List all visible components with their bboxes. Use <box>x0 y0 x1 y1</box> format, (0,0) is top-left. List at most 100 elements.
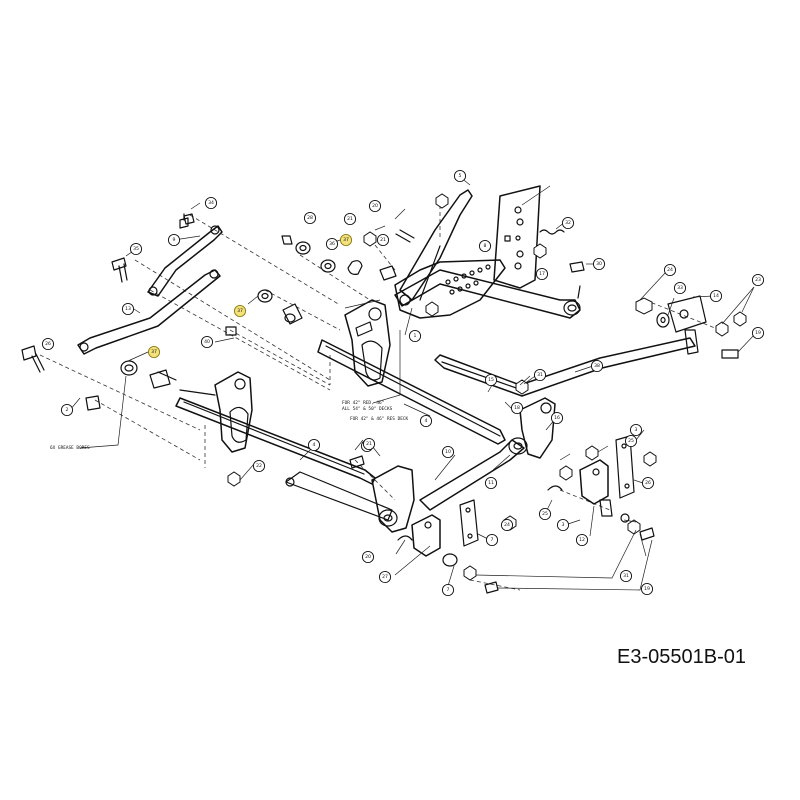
callout-label: 8 <box>484 243 487 249</box>
callout-36: 36 <box>325 237 339 251</box>
callout-31: 31 <box>533 368 547 382</box>
callout-21: 21 <box>362 437 376 451</box>
callout-8: 8 <box>478 239 492 253</box>
callout-2: 2 <box>60 403 74 417</box>
hanger-bracket-right <box>579 435 635 517</box>
callout-label: 37 <box>343 237 349 243</box>
callout-32: 32 <box>561 216 575 230</box>
callout-16: 16 <box>550 411 564 425</box>
callout-circle <box>361 550 375 564</box>
callout-13: 13 <box>121 302 135 316</box>
tall-lever <box>399 189 473 306</box>
callout-label: 40 <box>204 339 210 345</box>
callout-circle <box>303 211 317 225</box>
callout-label: 27 <box>382 574 388 580</box>
callout-18: 18 <box>510 401 524 415</box>
hanger-bracket-left <box>411 499 479 557</box>
callout-label: 12 <box>579 537 585 543</box>
callout-circle <box>376 233 390 247</box>
callout-label: 13 <box>125 306 131 312</box>
callout-circle <box>484 476 498 490</box>
note-deck-line1: FOR 42" RED, 46" <box>342 400 384 406</box>
callout-circle <box>510 401 524 415</box>
callout-circle <box>233 304 247 318</box>
right-rocker <box>519 397 556 459</box>
callout-circle <box>121 302 135 316</box>
callout-label: 34 <box>208 200 214 206</box>
callout-label: 3 <box>562 522 565 528</box>
callout-circle <box>362 437 376 451</box>
front-rod <box>285 471 393 521</box>
callout-label: 21 <box>366 441 372 447</box>
callout-label: 31 <box>623 573 629 579</box>
callout-label: 2 <box>66 407 69 413</box>
callout-label: 38 <box>594 363 600 369</box>
note-deck-line2: ALL 54" & 50" DECKS <box>342 406 393 412</box>
callout-label: 20 <box>365 554 371 560</box>
callout-label: 21 <box>347 216 353 222</box>
indicator-plate <box>493 185 541 289</box>
callout-25: 25 <box>538 507 552 521</box>
callout-label: 21 <box>380 237 386 243</box>
callout-label: 16 <box>554 415 560 421</box>
callout-label: 19 <box>755 330 761 336</box>
callout-label: 3 <box>635 427 638 433</box>
callout-31: 31 <box>619 569 633 583</box>
upper-link-arm <box>147 213 223 297</box>
callout-circle <box>478 239 492 253</box>
callout-label: 5 <box>459 173 462 179</box>
callout-circle <box>640 582 654 596</box>
callout-9: 9 <box>167 233 181 247</box>
callout-circle <box>419 414 433 428</box>
cross-shafts <box>175 339 506 485</box>
callout-circle <box>167 233 181 247</box>
upper-pivot-shaft <box>394 269 581 319</box>
callout-26: 26 <box>41 337 55 351</box>
callout-19: 19 <box>640 582 654 596</box>
callout-label: 11 <box>488 480 494 486</box>
callout-23: 23 <box>751 273 765 287</box>
callout-circle <box>408 329 422 343</box>
notes: 6X GREASE BORES FOR 42" RED, 46" ALL 54"… <box>50 400 409 451</box>
callout-circle <box>147 345 161 359</box>
callout-circle <box>368 199 382 213</box>
callout-circle <box>751 326 765 340</box>
callout-label: 15 <box>488 377 494 383</box>
pivot-arm <box>419 437 528 511</box>
callout-circle <box>556 518 570 532</box>
callout-label: 26 <box>45 341 51 347</box>
callout-circle <box>641 476 655 490</box>
callout-circle <box>619 569 633 583</box>
callout-label: 9 <box>173 237 176 243</box>
callout-label: 7 <box>447 587 450 593</box>
callout-label: 25 <box>628 438 634 444</box>
callout-circle <box>307 438 321 452</box>
bottom-fasteners <box>183 193 657 594</box>
callout-14: 14 <box>709 289 723 303</box>
callout-25: 25 <box>624 434 638 448</box>
callout-20: 20 <box>368 199 382 213</box>
callout-20: 20 <box>361 550 375 564</box>
callout-label: 1 <box>414 333 417 339</box>
callout-circle <box>592 257 606 271</box>
callout-circle <box>129 242 143 256</box>
long-rod-right <box>434 329 699 397</box>
callout-12: 12 <box>575 533 589 547</box>
callout-17: 17 <box>535 267 549 281</box>
lower-left-rocker <box>349 455 415 533</box>
left-bolt-and-bushings <box>21 345 177 411</box>
callout-circle <box>500 518 514 532</box>
callout-label: 24 <box>504 522 510 528</box>
bushing-cluster-upper <box>225 235 397 336</box>
callout-circle <box>629 423 643 437</box>
callout-3: 3 <box>556 518 570 532</box>
callout-22: 22 <box>252 459 266 473</box>
callout-37: 37 <box>147 345 161 359</box>
callout-label: 31 <box>537 372 543 378</box>
callout-circle <box>575 533 589 547</box>
callout-circle <box>378 570 392 584</box>
callout-circle <box>204 196 218 210</box>
callout-label: 37 <box>151 349 157 355</box>
